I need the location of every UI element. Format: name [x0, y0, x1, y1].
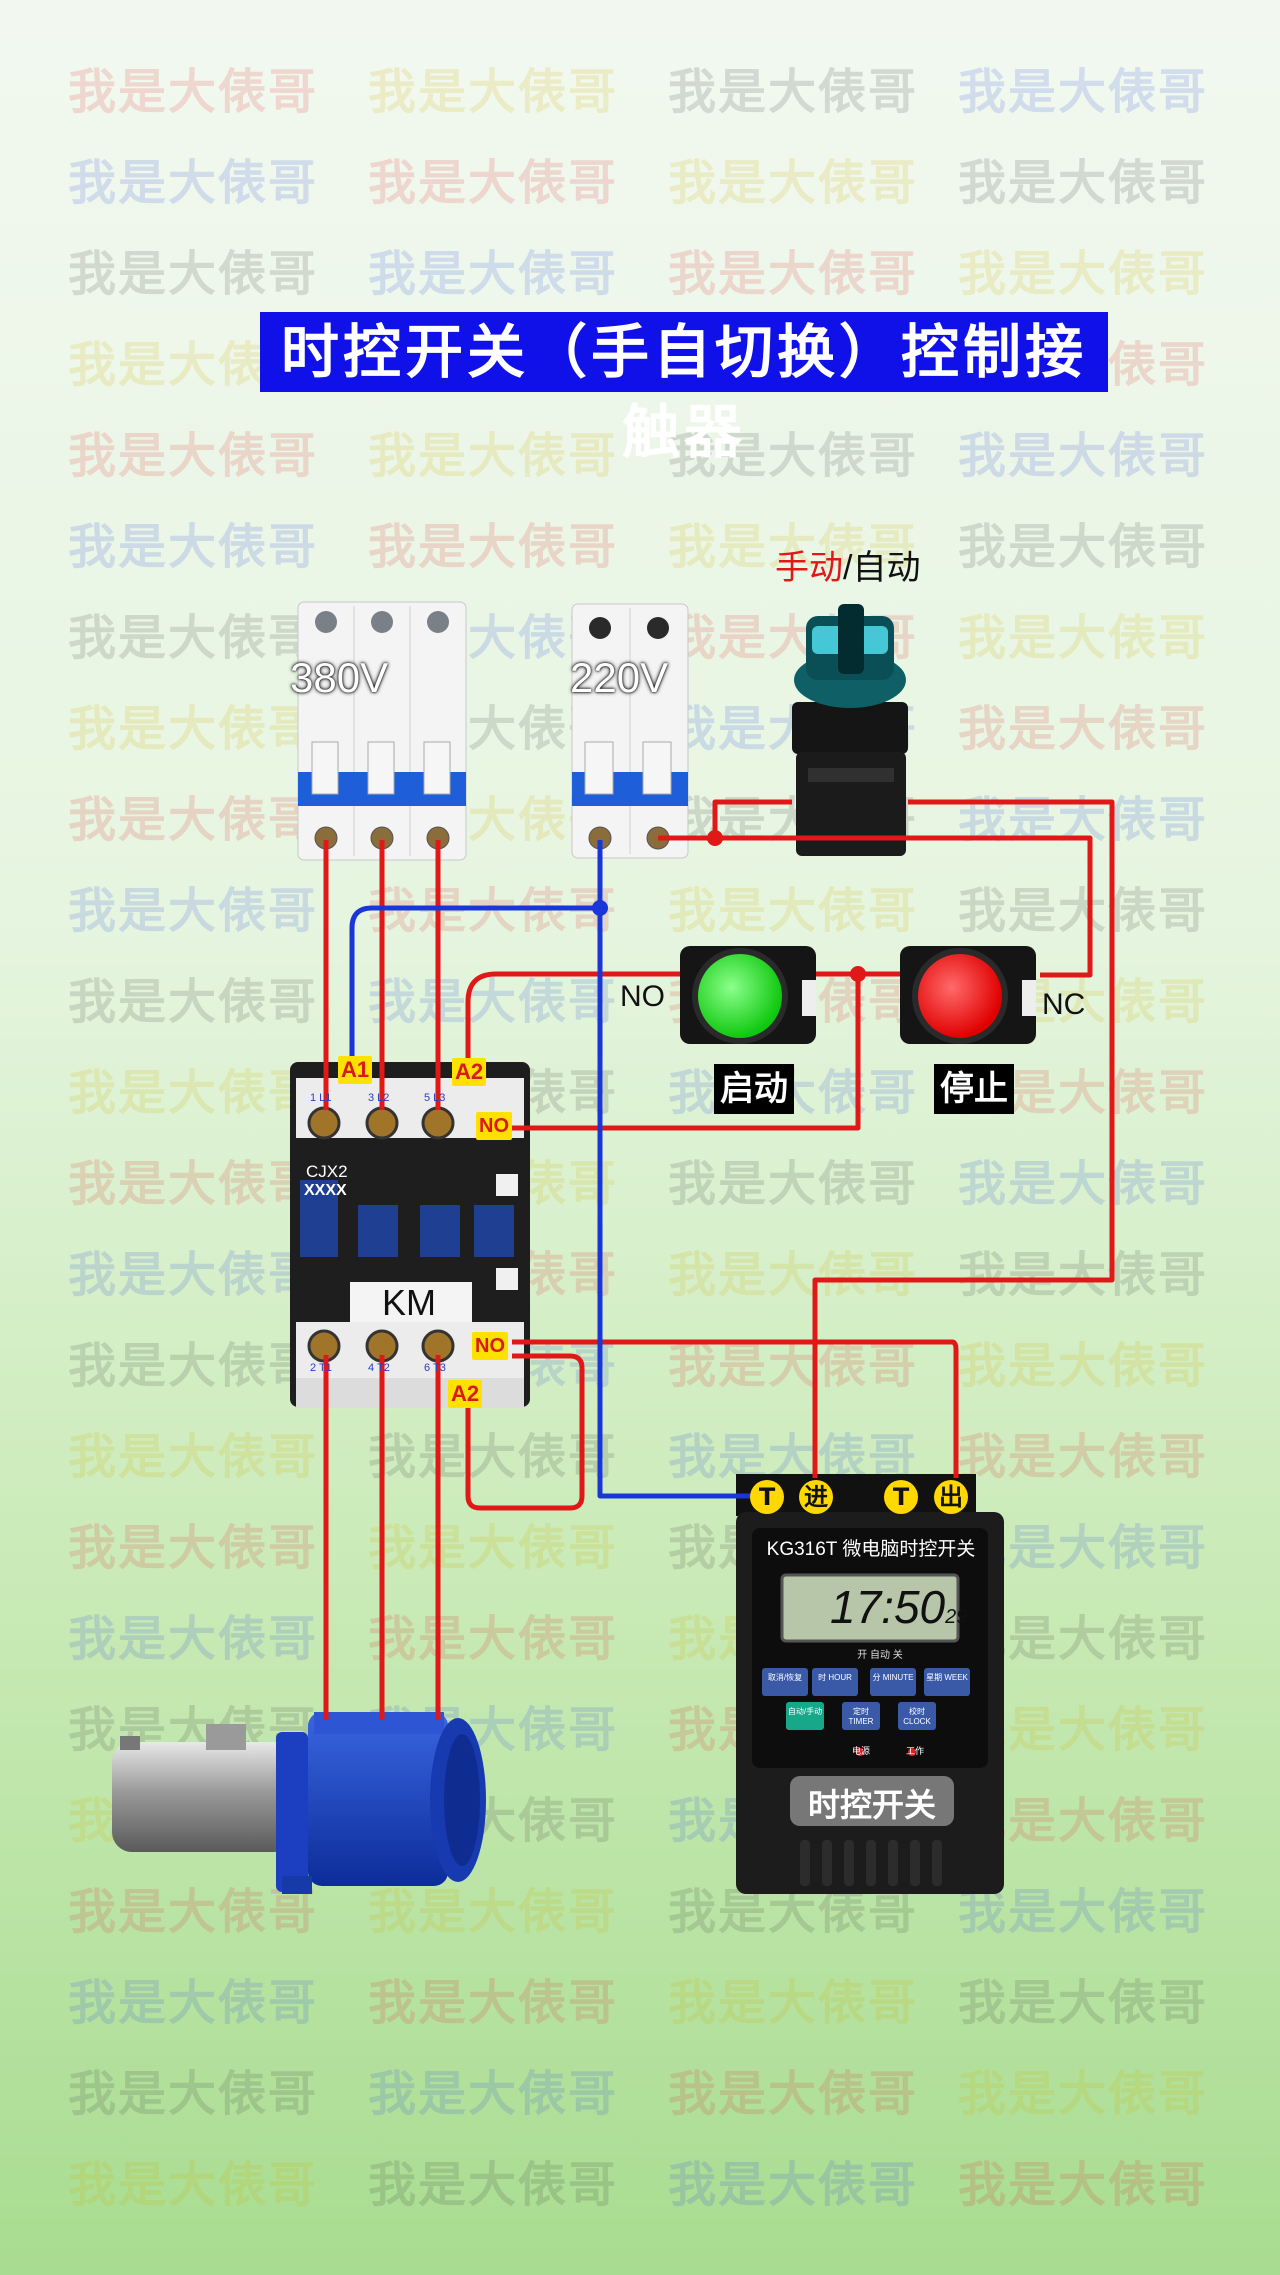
selector-switch — [792, 604, 908, 856]
terminal-3-label: 3 L2 — [368, 1092, 390, 1104]
contactor-km — [290, 1062, 530, 1408]
timer-subtitle: 微电脑时控开关 — [842, 1539, 976, 1560]
timer-model: KG316T — [766, 1539, 838, 1560]
timer-header: KG316T 微电脑时控开关 — [756, 1534, 986, 1561]
selector-label: 手动/自动 — [775, 540, 920, 589]
aux-no-bottom-tag: NO — [472, 1332, 508, 1360]
timer-status-row: 开 自动 关 — [857, 1650, 903, 1661]
contactor-model-sub: XXXX — [304, 1182, 347, 1199]
timer-nameplate: 时控开关 — [807, 1787, 936, 1823]
timer-time: 17:50 — [830, 1581, 946, 1633]
red-wires — [323, 799, 1115, 1720]
aux-no-top-tag: NO — [476, 1112, 512, 1140]
contactor-name: KM — [382, 1282, 436, 1323]
timer-terminal-t1: T — [750, 1480, 784, 1514]
key-cancel[interactable]: 取消/恢复 — [767, 1673, 803, 1682]
terminal-1-label: 1 L1 — [310, 1092, 332, 1104]
led-work-label: 工作 — [906, 1746, 925, 1756]
time-switch — [736, 1474, 1004, 1894]
junction-dots — [592, 830, 866, 982]
key-minute[interactable]: 分 MINUTE — [872, 1673, 914, 1682]
water-pump — [112, 1712, 486, 1894]
coil-a2-tag: A2 — [452, 1058, 487, 1086]
timer-seconds: 29 — [945, 1606, 968, 1628]
contactor-model: CJX2 — [306, 1162, 348, 1181]
breaker-3p — [297, 601, 467, 861]
label-separator: / — [843, 549, 853, 587]
breaker-3p-voltage: 380V — [290, 654, 389, 701]
start-caption: 启动 — [714, 1064, 794, 1114]
key-week[interactable]: 星期 WEEK — [926, 1673, 968, 1682]
coil-a1-tag: A1 — [338, 1056, 373, 1084]
start-contact-label: NO — [620, 980, 665, 1013]
blue-wires — [349, 840, 762, 1499]
breaker-2p — [571, 603, 689, 859]
manual-label: 手动 — [775, 549, 843, 587]
timer-terminal-in: 进 — [799, 1480, 833, 1514]
timer-terminal-t2: T — [884, 1480, 918, 1514]
key-clock[interactable]: 校时 CLOCK — [903, 1707, 931, 1726]
terminal-2-label: 2 T1 — [310, 1362, 332, 1374]
led-power-label: 电源 — [852, 1746, 871, 1756]
key-auto-manual[interactable]: 自动/手动 — [787, 1707, 823, 1716]
timer-terminal-out: 出 — [934, 1480, 968, 1514]
terminal-4-label: 4 T2 — [368, 1362, 390, 1374]
stop-caption: 停止 — [934, 1064, 1014, 1114]
terminal-6-label: 6 T3 — [424, 1362, 446, 1374]
diagram-title: 时控开关（手自切换）控制接触器 — [260, 312, 1108, 466]
a2-bottom-tag: A2 — [448, 1380, 483, 1408]
stop-contact-label: NC — [1042, 988, 1086, 1021]
terminal-5-label: 5 L3 — [424, 1092, 446, 1104]
stop-button — [900, 946, 1036, 1044]
start-button — [680, 946, 816, 1044]
auto-label: 自动 — [852, 549, 921, 587]
key-hour[interactable]: 时 HOUR — [818, 1673, 852, 1682]
key-timer[interactable]: 定时 TIMER — [848, 1707, 874, 1726]
breaker-2p-voltage: 220V — [570, 654, 669, 701]
timer-display-time: 17:5029 — [830, 1580, 967, 1634]
